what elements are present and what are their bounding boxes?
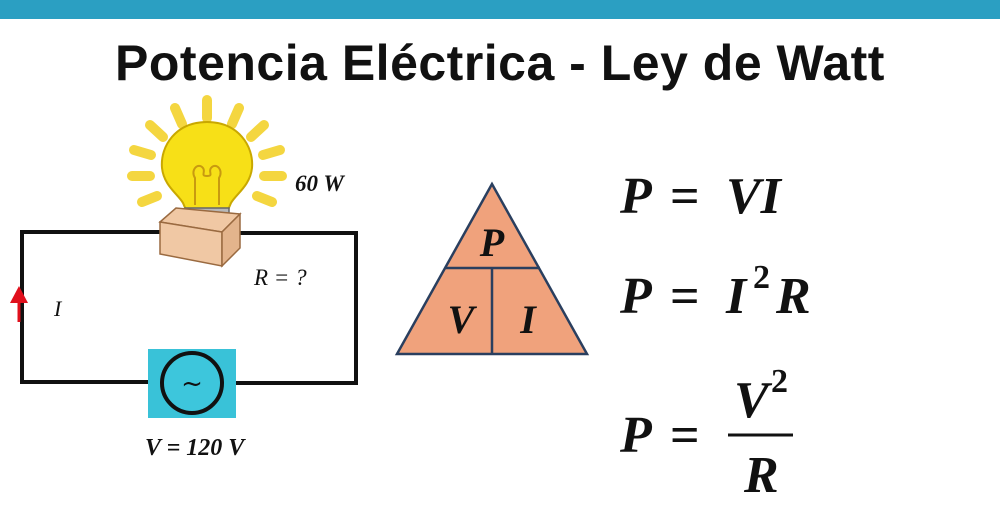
current-label: I [53, 296, 63, 321]
watt-triangle: P V I [394, 181, 590, 356]
formula2-lhs: P [619, 268, 653, 325]
wire-top-right [235, 231, 358, 385]
formula1-equals: = [670, 168, 700, 225]
triangle-bottom-left-letter: V [448, 297, 478, 342]
page-title: Potencia Eléctrica - Ley de Watt [115, 35, 885, 91]
triangle-bottom-right-letter: I [519, 297, 537, 342]
wire-left-bottom [20, 232, 152, 384]
voltage-label: V = 120 V [145, 435, 246, 461]
light-bulb-icon [127, 95, 287, 268]
formula-p-equals-v2-over-r: P = V 2 R [619, 363, 793, 504]
formula-p-equals-vi: P = VI [619, 168, 783, 225]
formula3-numerator-exponent: 2 [771, 363, 788, 400]
formula1-rhs: VI [726, 168, 783, 225]
formula3-numerator-base: V [734, 372, 773, 429]
power-label: 60 W [295, 171, 345, 196]
circuit-wires [20, 230, 358, 385]
ac-source-symbol: ~ [181, 369, 203, 399]
bulb-rays [127, 95, 287, 207]
bulb-socket-base [158, 207, 242, 268]
ac-source: ~ [148, 349, 236, 418]
current-arrow-head [10, 286, 28, 303]
bulb-glass [160, 120, 254, 211]
formula2-equals: = [670, 268, 700, 325]
current-arrow [10, 286, 28, 322]
formula3-lhs: P [619, 407, 653, 464]
formula-p-equals-i2r: P = I 2 R [619, 259, 811, 325]
formula2-exponent: 2 [753, 259, 770, 296]
ac-source-circle [160, 351, 224, 415]
formula2-tail: R [775, 268, 811, 325]
wire-top-left [20, 230, 162, 234]
formula2-base: I [725, 268, 748, 325]
top-accent-bar [0, 0, 1000, 19]
formula3-equals: = [670, 407, 700, 464]
triangle-top-letter: P [479, 220, 505, 265]
bulb-filament [192, 164, 222, 205]
formula3-denominator: R [743, 447, 779, 504]
formula1-lhs: P [619, 168, 653, 225]
resistance-label: R = ? [253, 265, 307, 290]
